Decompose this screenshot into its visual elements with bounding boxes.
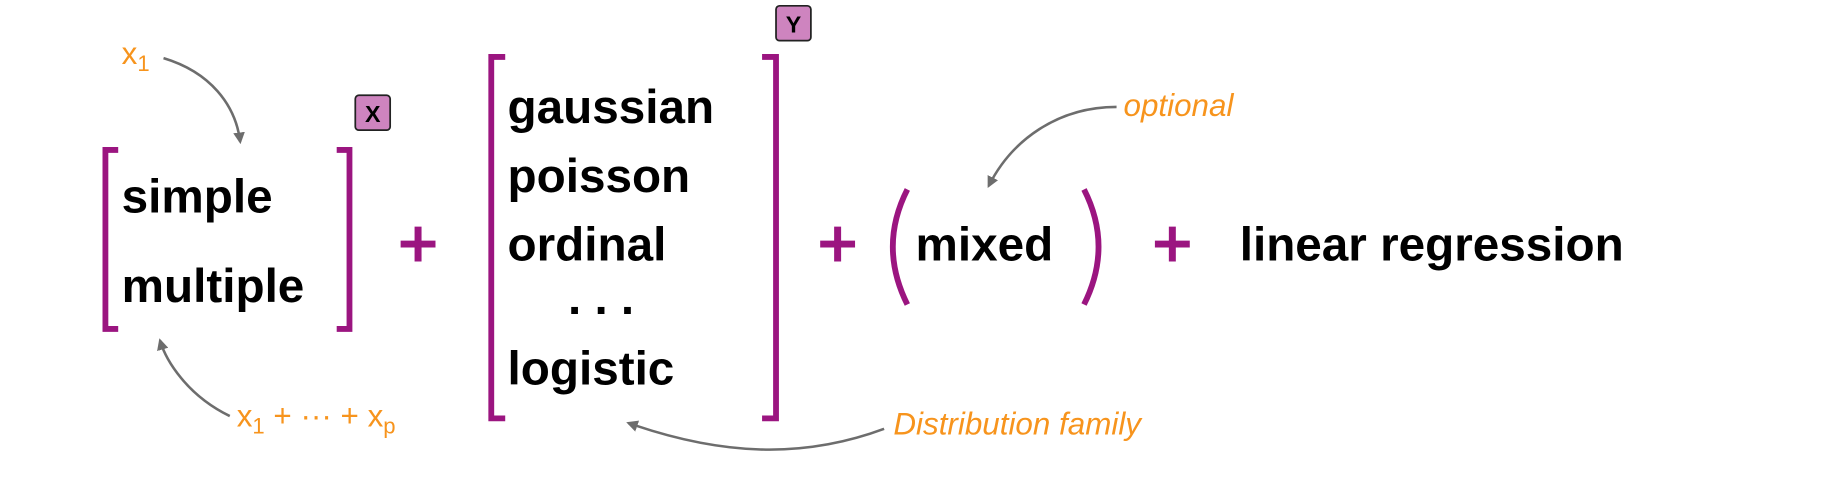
multiple-predictor-note: x1 + ··· + xp (237, 399, 396, 439)
arrow-to-simple (163, 56, 245, 145)
y-badge (775, 4, 812, 42)
item-simple: simple (122, 171, 273, 224)
arrow-to-multiple (157, 338, 231, 418)
single-predictor-note: x1 (122, 36, 150, 76)
plus-operator (400, 226, 436, 262)
left-bracket-open (102, 147, 119, 332)
arrow-to-mixed (987, 105, 1117, 189)
item-logistic: logistic (508, 343, 675, 396)
response-bracket-open (488, 54, 506, 422)
item-mixed: mixed (915, 218, 1053, 271)
response-bracket-close (762, 54, 779, 422)
x-badge-label: X (365, 101, 381, 127)
arrow-to-logistic (626, 420, 885, 451)
optional-note: optional (1124, 88, 1235, 123)
item-gaussian: gaussian (508, 81, 715, 134)
item-multiple: multiple (122, 260, 305, 313)
left-bracket-close (336, 147, 353, 332)
x-badge (354, 94, 392, 132)
linear-regression-label: linear regression (1240, 218, 1624, 271)
mixed-paren-open (889, 188, 910, 306)
item-poisson: poisson (508, 150, 691, 203)
plus-operator (1154, 226, 1190, 262)
plus-operator (820, 226, 856, 262)
item-ordinal: ordinal (508, 218, 667, 271)
ellipsis: . . . (568, 272, 634, 325)
mixed-paren-close (1081, 188, 1102, 306)
distribution-family-note: Distribution family (893, 407, 1143, 442)
y-badge-label: Y (786, 12, 802, 38)
